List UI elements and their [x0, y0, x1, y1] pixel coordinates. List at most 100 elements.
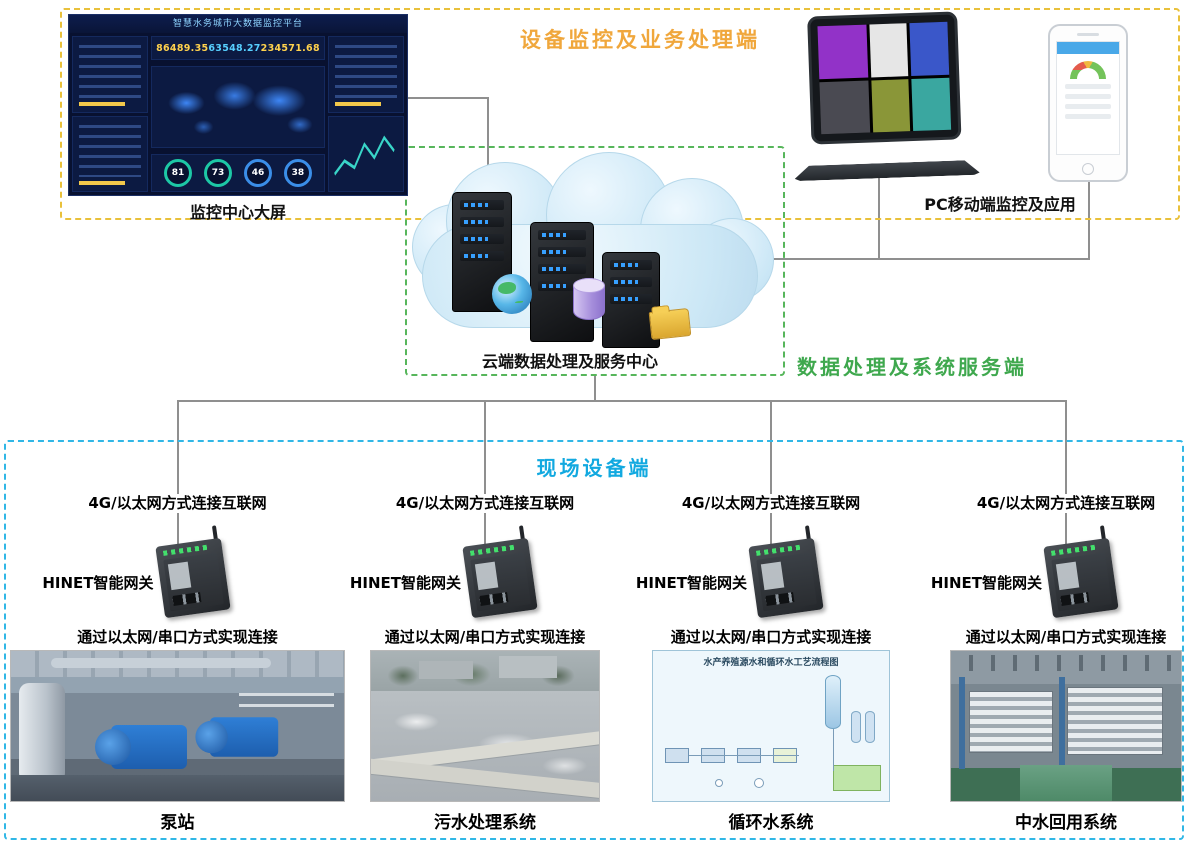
dashboard-panel: [72, 115, 149, 192]
stat-value: 63548.27: [208, 42, 261, 54]
gateway-label: HINET智能网关: [349, 572, 461, 593]
connector-cloud-bus-v: [594, 374, 596, 402]
stat-value: 86489.35: [156, 42, 209, 54]
connector-gateway2-v: [484, 400, 486, 552]
server-slot: [610, 277, 652, 287]
field-column-sewage-treatment: 4G/以太网方式连接互联网 HINET智能网关 通过以太网/串口方式实现连接 污…: [349, 490, 600, 840]
system-name: 中水回用系统: [1015, 813, 1117, 833]
system-name: 泵站: [160, 813, 195, 833]
photo-membrane-rack: [969, 691, 1053, 753]
connector-dashboard-cloud-h: [408, 97, 488, 99]
diagram-process-box: [665, 748, 689, 763]
field-column-pump-station: 4G/以太网方式连接互联网 HINET智能网关 通过以太网/串口方式实现连接 泵…: [10, 490, 345, 840]
system-name: 循环水系统: [728, 813, 814, 833]
diagram-pipe-line: [689, 755, 799, 756]
photo-duct: [50, 658, 271, 668]
photo-pump-unit: [95, 725, 187, 769]
local-connection-label: 通过以太网/串口方式实现连接: [384, 626, 586, 647]
photo-floor: [11, 775, 344, 801]
internet-connection-label: 4G/以太网方式连接互联网: [678, 494, 864, 513]
gauge-value: 81: [164, 159, 193, 187]
dashboard-center: 86489.35 63548.27 234571.68 81 73 46 38: [151, 36, 325, 192]
diagram-pump-symbol: [715, 779, 723, 787]
local-connection-label: 通过以太网/串口方式实现连接: [77, 626, 278, 647]
pump-station-photo: [10, 650, 345, 802]
diagram-filter-column: [865, 711, 875, 743]
cloud-caption: 云端数据处理及服务中心: [481, 352, 658, 371]
photo-pump-volute: [95, 729, 131, 765]
server-slot: [460, 251, 504, 261]
server-slot: [538, 281, 586, 291]
screen-tile: [869, 23, 909, 77]
field-zone-border: [4, 440, 1184, 840]
gateway-front-panel: [756, 552, 817, 612]
hinet-gateway-device: [154, 525, 231, 619]
connector-cloud-clients-h: [755, 258, 1090, 260]
gauge-value: 46: [243, 159, 272, 187]
gauge-value: 38: [283, 159, 312, 187]
globe-icon: [492, 274, 532, 314]
field-zone-title: 现场设备端: [536, 456, 652, 480]
photo-vertical-pipe: [959, 677, 965, 769]
system-name: 污水处理系统: [434, 813, 536, 833]
internet-connection-label: 4G/以太网方式连接互联网: [973, 494, 1159, 513]
phone-screen: [1056, 41, 1120, 155]
screen-tile: [871, 78, 911, 133]
dashboard-title: 智慧水务城市大数据监控平台: [69, 15, 407, 33]
dashboard-line-chart: [327, 115, 404, 192]
phone-speaker: [1077, 33, 1099, 36]
photo-vertical-pipe: [1059, 677, 1065, 769]
dashboard-stats-row: 86489.35 63548.27 234571.68: [151, 36, 325, 60]
dashboard-gauges-row: 81 73 46 38: [151, 154, 325, 192]
hinet-gateway-device: [1043, 525, 1119, 619]
database-icon: [573, 278, 605, 320]
smartphone: [1048, 24, 1128, 182]
photo-railing: [239, 693, 334, 696]
diagram-pipe-line: [833, 729, 834, 771]
photo-pump-volute: [195, 720, 228, 754]
photo-pump-unit: [195, 717, 279, 757]
gateway-label-strip: [167, 561, 191, 591]
gateway-ports: [171, 592, 201, 606]
local-connection-label: 通过以太网/串口方式实现连接: [965, 626, 1167, 647]
diagram-caption: 水产养殖源水和循环水工艺流程图: [703, 658, 839, 668]
photo-trees: [371, 659, 599, 687]
dashboard-body: 86489.35 63548.27 234571.68 81 73 46 38: [69, 33, 407, 195]
dashboard-right-panels: [327, 36, 404, 192]
screen-tile: [909, 21, 950, 76]
photo-large-pipe: [19, 683, 65, 783]
phone-list-row: [1065, 84, 1111, 89]
dashboard-panel: [327, 36, 404, 113]
photo-floor-path: [1020, 765, 1112, 801]
sewage-treatment-photo: [370, 650, 600, 802]
diagram-filter-column: [851, 711, 861, 743]
photo-membrane-rack: [1067, 687, 1163, 755]
gateway-ports: [1060, 592, 1090, 606]
gateway-body: [748, 537, 824, 619]
hinet-gateway-device: [462, 525, 538, 619]
phone-home-button: [1082, 163, 1094, 175]
photo-building: [498, 656, 557, 678]
diagram-tank: [825, 675, 841, 729]
cloud-datacenter: [412, 152, 774, 348]
gateway-body: [1043, 537, 1119, 619]
gateway-label: HINET智能网关: [42, 572, 154, 593]
server-tower: [452, 192, 512, 312]
gateway-label: HINET智能网关: [635, 572, 747, 593]
service-zone-title: 数据处理及系统服务端: [797, 355, 1027, 379]
gateway-label: HINET智能网关: [930, 572, 1042, 593]
phone-list-row: [1065, 94, 1111, 99]
phone-list-row: [1065, 114, 1111, 119]
gateway-label-strip: [1055, 561, 1080, 591]
server-slot: [538, 264, 586, 274]
stat-value: 234571.68: [260, 42, 320, 54]
gateway-ports: [479, 592, 509, 606]
server-slot: [610, 294, 652, 304]
server-slot: [460, 217, 504, 227]
gauge-value: 73: [204, 159, 233, 187]
laptop-base: [794, 160, 979, 181]
gateway-front-panel: [470, 552, 531, 612]
connector-bus-h: [177, 400, 1066, 402]
phone-list-row: [1065, 104, 1111, 109]
photo-ceiling-pipes: [951, 655, 1181, 671]
